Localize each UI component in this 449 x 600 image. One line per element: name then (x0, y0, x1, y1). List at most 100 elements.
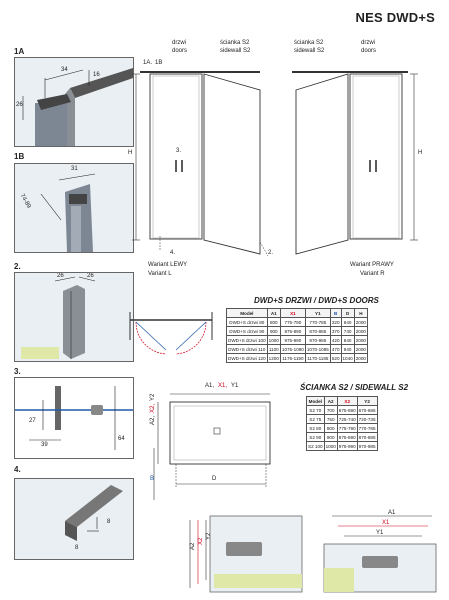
bottom-left-x2: X2 (198, 537, 204, 545)
table-cell: 1070-1085 (304, 344, 331, 354)
front-view-right-drawing (292, 71, 418, 255)
detail-2-dim-a: 26 (57, 273, 64, 279)
detail-1b-label: 1B (14, 152, 25, 161)
callout-1a: 1A. (143, 60, 153, 66)
table-cell: 2000 (353, 353, 368, 363)
detail-2-panel: 26 26 (14, 272, 134, 362)
table-cell: 970-985 (356, 441, 378, 451)
table-cell: 370 (329, 326, 342, 336)
table-cell: 2000 (353, 344, 368, 354)
plan-side-a2: A2, (150, 415, 156, 425)
front-left-sidewall-pl: ścianka S2 (220, 40, 250, 46)
doors-header-x1: X1 (279, 308, 306, 318)
table-cell: 1100 (266, 344, 281, 354)
bottom-right-y1: Y1 (376, 530, 384, 536)
detail-3-panel: 27 39 64 (14, 377, 134, 459)
table-cell: S2 70 (306, 405, 325, 415)
table-cell: 750 (323, 414, 338, 424)
table-cell: DWD+S drzwi 90 (226, 326, 268, 336)
table-cell: 770-785 (356, 423, 378, 433)
front-right-sidewall-pl: ścianka S2 (294, 40, 324, 46)
table-cell: 940 (340, 344, 355, 354)
detail-3-drawing (15, 386, 133, 450)
table-cell: 1075-1090 (279, 344, 306, 354)
front-left-doors-en: doors (172, 48, 188, 54)
plan-view-drawing (153, 393, 271, 500)
detail-4-label: 4. (14, 465, 21, 474)
table-cell: S2 80 (306, 423, 325, 433)
bottom-right-detail-drawing (323, 515, 437, 593)
sidewall-header-x2: X2 (336, 396, 358, 406)
front-right-variant-pl: Wariant PRAWY (350, 262, 394, 268)
table-cell: 900 (266, 326, 281, 336)
table-cell: DWD+S drzwi 100 (226, 335, 268, 345)
callout-3: 3. (176, 148, 182, 154)
detail-1a-dim-width: 34 (61, 67, 68, 73)
table-cell: 470 (329, 344, 342, 354)
table-cell: 975-990 (336, 441, 358, 451)
table-cell: DWD+S drzwi 80 (226, 317, 268, 327)
detail-2-label: 2. (14, 262, 21, 271)
table-cell: 420 (329, 335, 342, 345)
door-swing-plan (129, 312, 213, 355)
sidewall-table-header-row: Model A2 X2 Y2 (306, 396, 378, 406)
plan-side-y2: Y2 (150, 393, 156, 401)
callout-4: 4. (170, 250, 176, 256)
front-left-sidewall-en: sidewall S2 (220, 48, 251, 54)
doors-header-model: Model (226, 308, 268, 318)
detail-4-panel: 8 8 (14, 478, 134, 560)
bottom-left-detail-drawing (189, 515, 303, 593)
detail-1b-dim-width: 31 (71, 166, 78, 172)
table-cell: 675-690 (336, 405, 358, 415)
table-cell: 720-735 (356, 414, 378, 424)
plan-d: D (212, 476, 217, 482)
callout-2: 2. (268, 250, 274, 256)
front-left-doors-pl: drzwi (172, 40, 187, 46)
doors-header-h: H (353, 308, 368, 318)
detail-3-label: 3. (14, 367, 21, 376)
detail-1a-dim-height: 26 (16, 102, 23, 108)
table-cell: 2000 (353, 326, 368, 336)
table-cell: 320 (329, 317, 342, 327)
table-cell: 840 (340, 335, 355, 345)
table-cell: DWD+S drzwi 120 (226, 353, 268, 363)
table-cell: 1175-1190 (279, 353, 306, 363)
sidewall-header-model: Model (306, 396, 325, 406)
front-right-doors-en: doors (361, 48, 377, 54)
plan-b: B (150, 476, 155, 482)
table-cell: 1200 (266, 353, 281, 363)
bottom-left-a2: A2 (190, 542, 196, 550)
table-cell: 1040 (340, 353, 355, 363)
table-cell: S2 100 (306, 441, 325, 451)
doors-table-title: DWD+S DRZWI / DWD+S DOORS (254, 296, 379, 305)
bottom-right-a1: A1 (388, 510, 396, 516)
detail-2-drawing (21, 276, 96, 359)
plan-top-x1: X1, (218, 383, 228, 389)
sidewall-header-y2: Y2 (356, 396, 378, 406)
front-right-height: H (418, 150, 423, 156)
sidewall-header-a2: A2 (323, 396, 338, 406)
detail-4-dim-b: 8 (107, 519, 111, 525)
table-cell: 2000 (353, 335, 368, 345)
front-right-sidewall-en: sidewall S2 (294, 48, 325, 54)
doors-header-b: B (329, 308, 342, 318)
detail-1a-dim-depth: 16 (93, 72, 100, 78)
table-cell: 900 (323, 432, 338, 442)
table-cell: 775-790 (336, 423, 358, 433)
front-right-doors-pl: drzwi (361, 40, 376, 46)
table-cell: 875-890 (336, 432, 358, 442)
detail-4-dim-a: 8 (75, 545, 79, 551)
front-view-left-drawing (132, 71, 269, 257)
table-cell: S2 90 (306, 432, 325, 442)
table-cell: 800 (323, 423, 338, 433)
callout-1b: 1B (155, 60, 163, 66)
detail-3-dim-height: 27 (29, 418, 36, 424)
